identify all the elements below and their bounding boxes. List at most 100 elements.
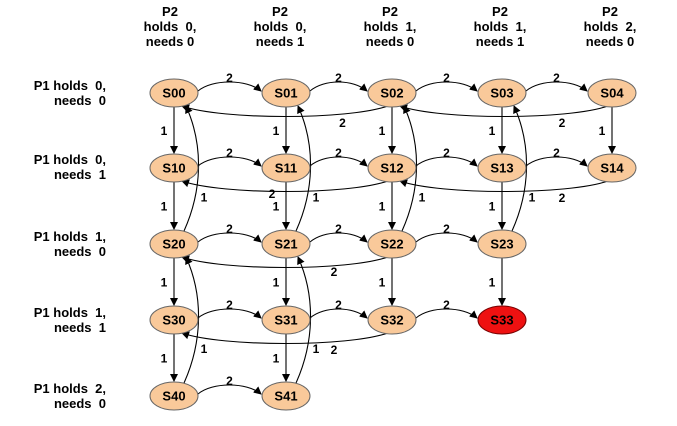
state-node-S20: S20 <box>149 229 199 259</box>
state-ellipse <box>367 305 417 335</box>
row-label-line: P1 holds 0, <box>33 152 106 167</box>
edge-S20-S00 <box>183 105 200 232</box>
state-node-S00: S00 <box>149 78 199 108</box>
row-label-line: P1 holds 2, <box>33 381 106 396</box>
state-node-S11: S11 <box>261 153 311 183</box>
edge-label: 2 <box>331 265 338 279</box>
edge-label: 1 <box>489 124 496 138</box>
state-label: S04 <box>600 85 624 100</box>
edge-S21-S22 <box>309 232 368 243</box>
state-node-S23: S23 <box>477 229 527 259</box>
edge-label: 1 <box>273 352 280 366</box>
state-ellipse <box>149 305 199 335</box>
edge-label: 2 <box>335 298 342 312</box>
column-header-line: P2 <box>602 4 618 19</box>
row-label-2: P1 holds 1, needs 0 <box>6 229 106 259</box>
column-header-line: P2 <box>492 4 508 19</box>
edge-S30-S31 <box>197 308 262 319</box>
column-header-line: holds 0, <box>253 19 307 34</box>
edge-label: 1 <box>161 276 168 290</box>
edge-label: 2 <box>443 146 450 160</box>
edge-label: 2 <box>331 343 338 357</box>
edge-label: 2 <box>335 146 342 160</box>
column-header-line: P2 <box>272 4 288 19</box>
state-label: S12 <box>380 160 403 175</box>
state-ellipse <box>367 153 417 183</box>
edge-S00-S01 <box>197 81 262 92</box>
edge-label: 2 <box>226 71 233 85</box>
state-label: S02 <box>380 85 403 100</box>
state-label: S32 <box>380 312 403 327</box>
state-ellipse <box>367 78 417 108</box>
edge-S11-S12 <box>309 156 368 167</box>
column-header-0: P2 holds 0, needs 0 <box>125 4 215 49</box>
edge-S32-S30 <box>181 331 389 345</box>
column-header-line: needs 0 <box>365 34 415 49</box>
state-label: S11 <box>275 160 297 175</box>
state-ellipse <box>477 305 527 335</box>
state-label: S14 <box>600 160 624 175</box>
state-node-S31: S31 <box>261 305 311 335</box>
state-ellipse <box>587 153 637 183</box>
edge-S04-S02 <box>399 104 609 118</box>
column-header-line: holds 1, <box>473 19 527 34</box>
state-node-S02: S02 <box>367 78 417 108</box>
edge-label: 2 <box>335 71 342 85</box>
edge-label: 1 <box>599 124 606 138</box>
state-ellipse <box>477 153 527 183</box>
state-label: S23 <box>490 236 513 251</box>
column-header-line: holds 0, <box>143 19 197 34</box>
state-node-S14: S14 <box>587 153 637 183</box>
state-node-S21: S21 <box>261 229 311 259</box>
state-ellipse <box>261 229 311 259</box>
row-label-0: P1 holds 0, needs 0 <box>6 78 106 108</box>
edge-label: 1 <box>379 200 386 214</box>
edge-S20-S21 <box>197 232 262 243</box>
state-node-S03: S03 <box>477 78 527 108</box>
column-header-line: P2 <box>162 4 178 19</box>
state-node-S41: S41 <box>261 381 311 411</box>
edge-label: 1 <box>313 342 320 356</box>
column-header-2: P2 holds 1, needs 0 <box>345 4 435 49</box>
state-label: S21 <box>274 236 297 251</box>
row-label-line: needs 1 <box>53 167 106 182</box>
column-header-line: holds 2, <box>583 19 637 34</box>
state-node-S10: S10 <box>149 153 199 183</box>
row-label-line: needs 1 <box>53 320 106 335</box>
state-ellipse <box>149 381 199 411</box>
row-label-line: P1 holds 0, <box>33 78 106 93</box>
column-header-line: needs 0 <box>145 34 195 49</box>
state-label: S20 <box>162 236 185 251</box>
edge-label: 1 <box>379 276 386 290</box>
edge-label: 2 <box>226 374 233 388</box>
edge-S13-S14 <box>525 156 588 167</box>
state-ellipse <box>367 229 417 259</box>
state-node-S01: S01 <box>261 78 311 108</box>
edge-S22-S20 <box>181 255 389 269</box>
edge-label: 2 <box>335 222 342 236</box>
row-label-3: P1 holds 1, needs 1 <box>6 305 106 335</box>
state-label: S00 <box>162 85 185 100</box>
edge-S03-S04 <box>525 81 588 92</box>
row-label-line: needs 0 <box>53 93 106 108</box>
edge-label: 1 <box>313 191 320 205</box>
state-label: S01 <box>274 85 297 100</box>
edge-label: 1 <box>529 191 536 205</box>
edge-S12-S13 <box>415 156 478 167</box>
row-label-line: needs 0 <box>53 396 106 411</box>
edge-label: 1 <box>273 276 280 290</box>
edge-label: 2 <box>559 116 566 130</box>
state-node-S32: S32 <box>367 305 417 335</box>
state-node-S40: S40 <box>149 381 199 411</box>
column-header-line: needs 1 <box>475 34 525 49</box>
state-label: S41 <box>274 388 297 403</box>
edge-S23-S03 <box>511 105 528 232</box>
column-header-3: P2 holds 1, needs 1 <box>455 4 545 49</box>
column-header-line: needs 0 <box>585 34 635 49</box>
edge-label: 1 <box>161 124 168 138</box>
state-ellipse <box>261 381 311 411</box>
edge-label: 1 <box>489 200 496 214</box>
edge-label: 1 <box>379 124 386 138</box>
